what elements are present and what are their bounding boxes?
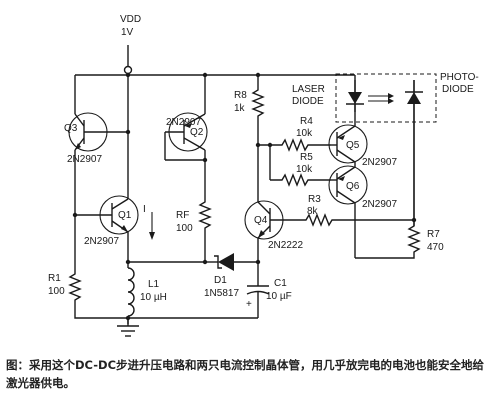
laser-diode xyxy=(346,92,364,105)
photodiode xyxy=(405,91,423,104)
r8-resistor xyxy=(251,75,265,145)
q4-name: Q4 xyxy=(254,215,268,226)
q4-part: 2N2222 xyxy=(268,240,303,251)
laser-label-2: DIODE xyxy=(292,96,324,107)
r4-value: 10k xyxy=(296,128,313,139)
r4-resistor xyxy=(278,138,331,152)
vdd-value: 1V xyxy=(121,27,134,38)
q2-part: 2N2907 xyxy=(166,117,201,128)
r1-resistor xyxy=(68,270,128,319)
q5-name: Q5 xyxy=(346,140,360,151)
l1-value: 10 µH xyxy=(140,292,167,303)
light-arrows xyxy=(368,93,394,104)
r1-value: 100 xyxy=(48,286,65,297)
r1-name: R1 xyxy=(48,273,61,284)
vdd-terminal xyxy=(123,65,133,75)
laser-label-1: LASER xyxy=(292,84,325,95)
c1-value: 10 µF xyxy=(266,291,292,302)
r7-resistor xyxy=(355,80,421,259)
r8-value: 1k xyxy=(234,103,246,114)
q6-transistor xyxy=(328,165,368,205)
c1-name: C1 xyxy=(274,278,287,289)
r7-name: R7 xyxy=(427,229,440,240)
vdd-label: VDD xyxy=(120,14,141,25)
q6-name: Q6 xyxy=(346,181,360,192)
q1-name: Q1 xyxy=(118,210,132,221)
q1-part: 2N2907 xyxy=(84,236,119,247)
photodiode-label-2: DIODE xyxy=(442,84,474,95)
d1-part: 1N5817 xyxy=(204,288,239,299)
d1-name: D1 xyxy=(214,275,227,286)
ground-symbol xyxy=(117,318,139,337)
rf-resistor xyxy=(198,195,212,262)
r5-resistor xyxy=(270,173,331,187)
r3-resistor xyxy=(300,213,414,227)
q4-transistor xyxy=(244,200,300,240)
r8-name: R8 xyxy=(234,90,247,101)
q6-part: 2N2907 xyxy=(362,199,397,210)
r5-value: 10k xyxy=(296,164,313,175)
q3-name: Q3 xyxy=(64,123,78,134)
q2-name: Q2 xyxy=(190,127,204,138)
q3-part: 2N2907 xyxy=(67,154,102,165)
r5-name: R5 xyxy=(300,152,313,163)
c1-polarity: + xyxy=(246,299,252,310)
q5-part: 2N2907 xyxy=(362,157,397,168)
figure-caption: 图：采用这个DC-DC步进升压电路和两只电流控制晶体管，用几乎放完电的电池也能安… xyxy=(6,358,485,390)
photodiode-label-1: PHOTO- xyxy=(440,72,479,83)
r3-name: R3 xyxy=(308,194,321,205)
l1-inductor xyxy=(127,267,135,317)
circuit-schematic: VDD 1V Q3 2N2907 Q1 2N2907 I xyxy=(48,14,479,337)
q5-transistor xyxy=(328,124,368,164)
r4-name: R4 xyxy=(300,116,313,127)
q1-transistor xyxy=(75,195,139,235)
rf-value: 100 xyxy=(176,223,193,234)
r3-value: 8k xyxy=(307,206,319,217)
r7-value: 470 xyxy=(427,242,444,253)
optocoupler-box xyxy=(335,73,437,123)
current-label: I xyxy=(143,204,146,215)
q2-transistor xyxy=(165,112,208,152)
l1-name: L1 xyxy=(148,279,160,290)
d1-diode xyxy=(214,253,234,271)
c1-capacitor xyxy=(246,285,270,295)
rf-name: RF xyxy=(176,210,189,221)
